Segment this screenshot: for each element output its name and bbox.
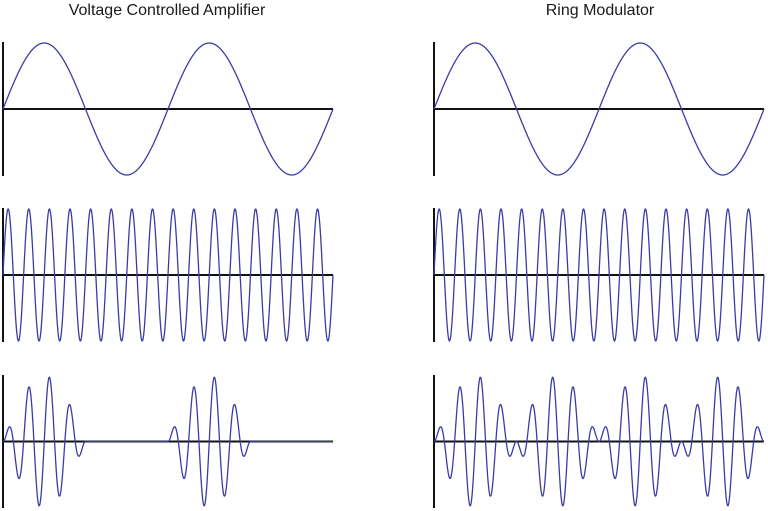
ring-modulator-waveform	[433, 42, 765, 176]
vca-carrier-waveform	[2, 208, 334, 342]
vca-modulator-waveform	[2, 42, 334, 176]
ring-output-waveform	[433, 376, 765, 507]
vca-title: Voltage Controlled Amplifier	[68, 2, 266, 19]
vca-output-waveform	[2, 376, 334, 507]
ring-carrier-waveform	[433, 208, 765, 342]
ring-modulator-title: Ring Modulator	[545, 2, 655, 19]
